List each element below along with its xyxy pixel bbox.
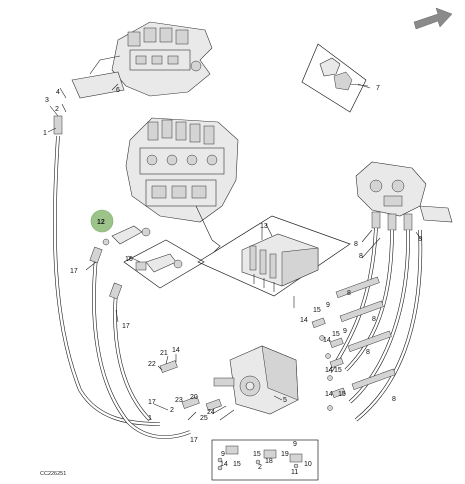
callout-11: 11 bbox=[291, 469, 298, 476]
callout-14c: 14 bbox=[325, 367, 333, 374]
callout-14d: 14 bbox=[325, 391, 333, 398]
callout-8a: 8 bbox=[354, 241, 358, 248]
callout-18: 18 bbox=[265, 458, 273, 465]
callout-20: 20 bbox=[190, 394, 198, 401]
callout-17b: 17 bbox=[122, 323, 130, 330]
callout-15c: 15 bbox=[334, 367, 342, 374]
callout-9b: 9 bbox=[343, 328, 347, 335]
kit-frame bbox=[211, 439, 319, 481]
detail-box-7 bbox=[301, 43, 369, 113]
callout-2b: 2 bbox=[170, 407, 174, 414]
top-valve-assembly bbox=[71, 21, 213, 99]
callout-17c: 17 bbox=[148, 399, 156, 406]
callout-8f: 8 bbox=[366, 349, 370, 356]
callout-14f: 14 bbox=[220, 461, 228, 468]
callout-4: 4 bbox=[56, 89, 60, 96]
callout-1a: 1 bbox=[43, 130, 47, 137]
callout-9c: 9 bbox=[293, 441, 297, 448]
callout-25: 25 bbox=[200, 415, 208, 422]
callout-labels: 3 4 2 1 6 7 12 17 16 17 13 8 8 8 8 8 8 8… bbox=[43, 85, 422, 476]
highlight-bubble-12[interactable] bbox=[90, 209, 114, 233]
callout-1b: 1 bbox=[148, 415, 152, 422]
callout-6: 6 bbox=[116, 87, 120, 94]
callout-8c: 8 bbox=[418, 236, 422, 243]
callout-10: 10 bbox=[304, 461, 312, 468]
detail-box-13 bbox=[197, 215, 351, 297]
callout-14e: 14 bbox=[172, 347, 180, 354]
callout-8b: 8 bbox=[359, 253, 363, 260]
callout-9d: 9 bbox=[221, 451, 225, 458]
callout-15b: 15 bbox=[332, 331, 340, 338]
callout-2c: 2 bbox=[258, 464, 262, 471]
callout-12: 12 bbox=[97, 219, 105, 226]
callout-19: 19 bbox=[281, 451, 289, 458]
lower-fittings bbox=[159, 317, 346, 411]
leader-lines bbox=[47, 83, 421, 421]
callout-15a: 15 bbox=[313, 307, 321, 314]
callout-14b: 14 bbox=[323, 337, 331, 344]
callout-3: 3 bbox=[45, 97, 49, 104]
callout-15f: 15 bbox=[253, 451, 261, 458]
callout-9a: 9 bbox=[326, 302, 330, 309]
callout-16: 16 bbox=[125, 256, 133, 263]
middle-valve-assembly bbox=[125, 117, 239, 253]
callout-8d: 8 bbox=[347, 290, 351, 297]
nav-arrow-icon[interactable] bbox=[413, 7, 453, 30]
callout-8g: 8 bbox=[392, 396, 396, 403]
callout-17d: 17 bbox=[190, 437, 198, 444]
detail-box-16 bbox=[123, 239, 205, 289]
hose-set-17 bbox=[53, 115, 191, 439]
callout-15e: 15 bbox=[233, 461, 241, 468]
callout-2a: 2 bbox=[55, 106, 59, 113]
right-valve-assembly bbox=[355, 161, 453, 231]
figure-code: CC226251 bbox=[40, 471, 66, 477]
callout-22: 22 bbox=[148, 361, 156, 368]
callout-15d: 15 bbox=[338, 391, 346, 398]
callout-7: 7 bbox=[376, 85, 380, 92]
callout-5: 5 bbox=[283, 397, 287, 404]
callout-17a: 17 bbox=[70, 268, 78, 275]
pump-assembly bbox=[211, 345, 299, 421]
callout-21: 21 bbox=[160, 350, 168, 357]
callout-24: 24 bbox=[207, 409, 215, 416]
callout-23: 23 bbox=[175, 397, 183, 404]
callout-8e: 8 bbox=[372, 316, 376, 323]
fitting-12 bbox=[102, 225, 151, 246]
callout-14a: 14 bbox=[300, 317, 308, 324]
callout-13: 13 bbox=[260, 223, 268, 230]
